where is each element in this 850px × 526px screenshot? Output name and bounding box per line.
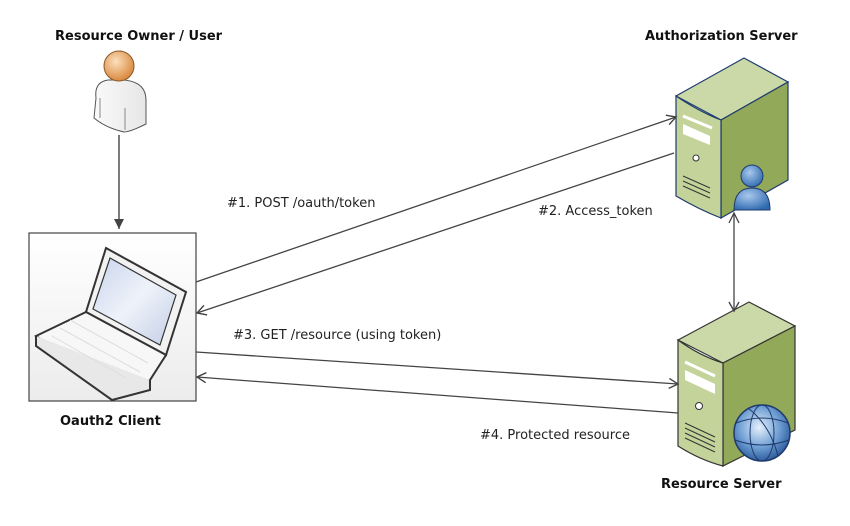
user-badge-icon [733, 164, 771, 211]
flow-1-label: #1. POST /oauth/token [227, 196, 376, 211]
client-title: Oauth2 Client [60, 414, 161, 429]
flow-1-arrow [195, 114, 678, 283]
user-icon [93, 50, 147, 133]
flow-3-arrow [195, 351, 680, 390]
flow-4-label: #4. Protected resource [480, 428, 631, 443]
resource-server-title: Resource Server [661, 477, 782, 492]
globe-icon [733, 404, 791, 462]
flow-2-arrow [195, 152, 675, 316]
flow-4-arrow [195, 372, 679, 414]
auth-resource-link-arrowhead-top [728, 211, 740, 224]
flow-3-label: #3. GET /resource (using token) [233, 328, 442, 343]
user-title: Resource Owner / User [55, 29, 223, 44]
authorization-server-icon [674, 57, 790, 220]
resource-server-icon [676, 301, 797, 467]
flow-2-label: #2. Access_token [538, 204, 653, 219]
laptop-icon [34, 246, 188, 402]
authorization-server-title: Authorization Server [645, 29, 798, 44]
